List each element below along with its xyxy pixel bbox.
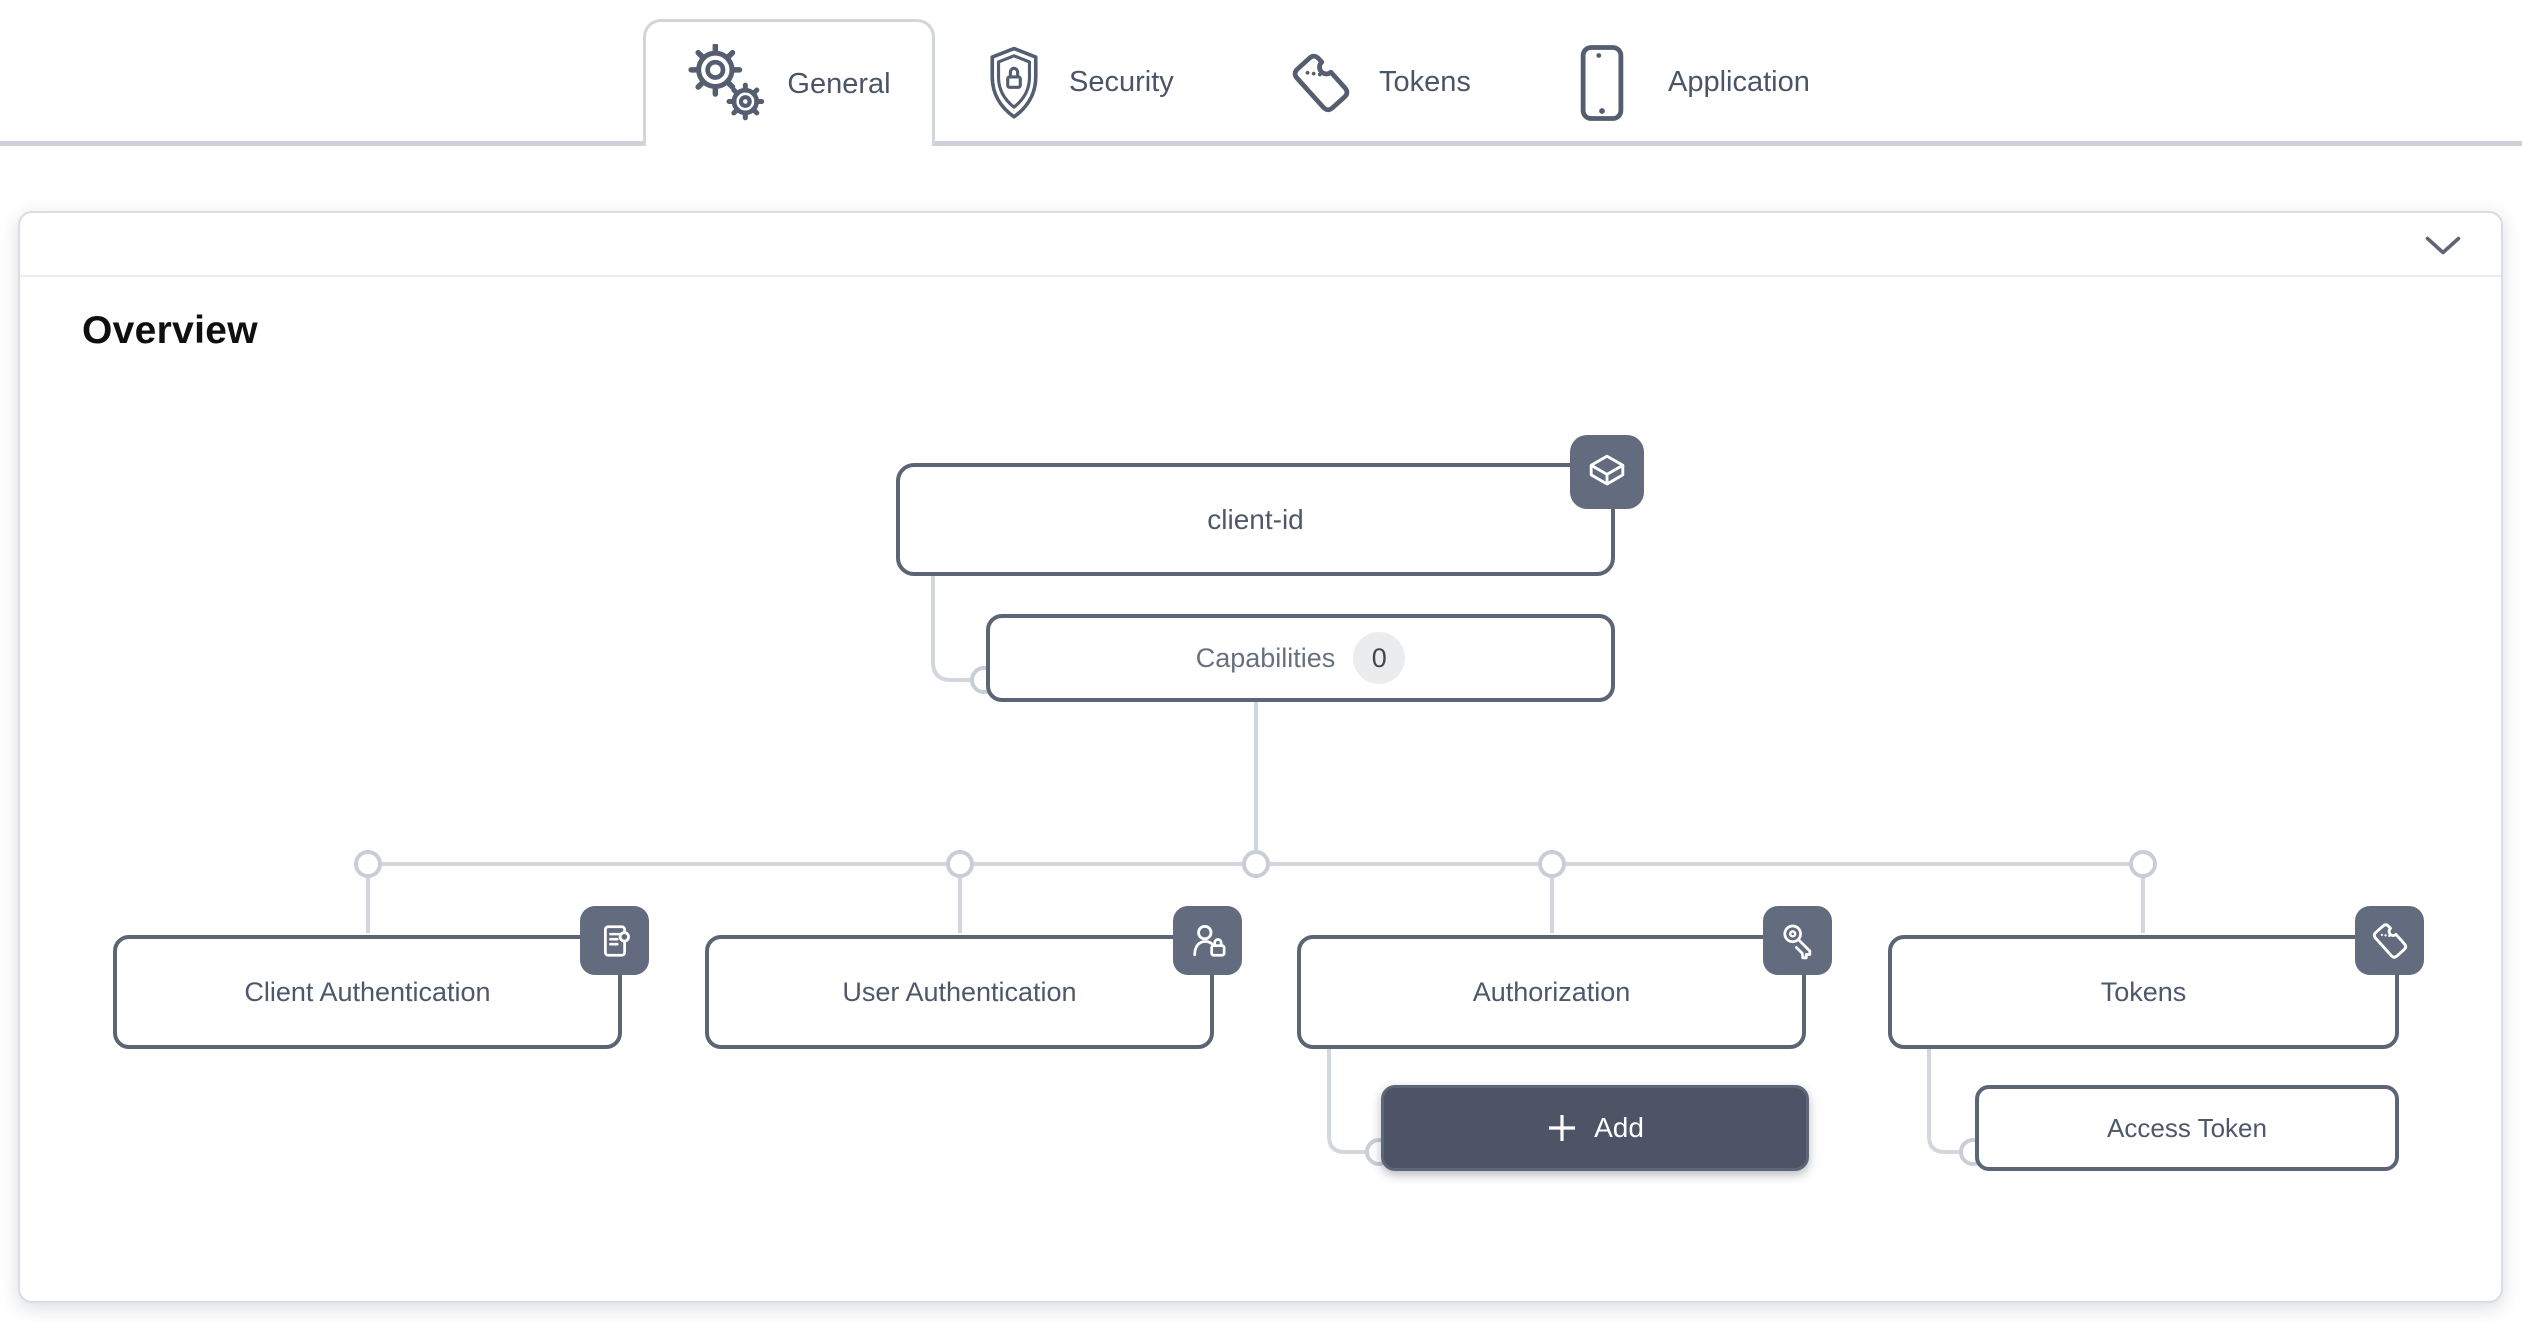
node-client-id[interactable]: client-id bbox=[896, 463, 1615, 576]
add-button-label: Add bbox=[1594, 1112, 1644, 1143]
list-details-icon bbox=[603, 924, 630, 957]
wire-authorization-add bbox=[1327, 1047, 1377, 1154]
node-client-authentication[interactable]: Client Authentication bbox=[113, 935, 622, 1049]
ticket-icon bbox=[1292, 53, 1350, 112]
key-icon-badge bbox=[1763, 906, 1832, 975]
panel-header bbox=[20, 213, 2501, 277]
wire-bus-drops bbox=[366, 864, 2145, 933]
node-tokens-label: Tokens bbox=[2100, 976, 2187, 1007]
capability-diagram: client-id Capabilities 0 Client Authenti… bbox=[20, 213, 2501, 1301]
capabilities-count-badge: 0 bbox=[1353, 632, 1406, 684]
node-user-authentication[interactable]: User Authentication bbox=[705, 935, 1214, 1049]
node-user-authentication-label: User Authentication bbox=[842, 976, 1077, 1007]
node-authorization[interactable]: Authorization bbox=[1297, 935, 1806, 1049]
ticket-icon-badge bbox=[2355, 906, 2424, 975]
shield-lock-icon bbox=[990, 46, 1038, 119]
package-icon bbox=[1589, 454, 1625, 486]
add-authorization-button[interactable]: Add bbox=[1381, 1085, 1809, 1171]
node-access-token-label: Access Token bbox=[2107, 1112, 2267, 1143]
tab-tokens[interactable]: Tokens bbox=[1283, 19, 1471, 146]
tab-tokens-label: Tokens bbox=[1379, 66, 1471, 98]
page-title: Overview bbox=[82, 309, 258, 352]
overview-panel: Overview bbox=[18, 211, 2503, 1303]
node-capabilities-label: Capabilities bbox=[1195, 642, 1336, 673]
chevron-down-icon bbox=[2425, 236, 2461, 255]
node-authorization-label: Authorization bbox=[1472, 976, 1631, 1007]
connector-dot bbox=[2129, 850, 2157, 878]
connector-dot bbox=[1242, 850, 1270, 878]
user-lock-icon-badge bbox=[1173, 906, 1242, 975]
tab-application[interactable]: Application bbox=[1578, 19, 1810, 146]
connector-dot bbox=[354, 850, 382, 878]
gears-icon bbox=[688, 44, 765, 121]
tab-security-label: Security bbox=[1069, 66, 1174, 98]
wire-clientid-capabilities bbox=[931, 576, 982, 682]
tab-general-label: General bbox=[787, 67, 891, 100]
plus-icon bbox=[1549, 1115, 1576, 1141]
tab-bar: General Security Tokens Application bbox=[0, 0, 2522, 146]
phone-icon bbox=[1580, 44, 1624, 121]
node-tokens[interactable]: Tokens bbox=[1888, 935, 2399, 1049]
connector-dot bbox=[1538, 850, 1566, 878]
tab-security[interactable]: Security bbox=[985, 19, 1174, 146]
node-client-id-label: client-id bbox=[1207, 503, 1304, 535]
node-capabilities[interactable]: Capabilities 0 bbox=[986, 614, 1615, 702]
node-client-authentication-label: Client Authentication bbox=[244, 976, 491, 1007]
tab-bar-divider bbox=[0, 141, 2522, 146]
wire-tokens-accesstoken bbox=[1927, 1047, 1971, 1154]
user-lock-icon bbox=[1192, 924, 1226, 957]
tab-application-label: Application bbox=[1668, 66, 1810, 98]
connector-lines bbox=[354, 576, 2157, 1166]
connector-dot bbox=[946, 850, 974, 878]
ticket-icon bbox=[2372, 922, 2407, 959]
collapse-panel-button[interactable] bbox=[2423, 233, 2463, 259]
package-icon-badge bbox=[1570, 435, 1644, 509]
tab-general[interactable]: General bbox=[643, 19, 935, 146]
node-access-token[interactable]: Access Token bbox=[1975, 1085, 2399, 1171]
list-details-icon-badge bbox=[580, 906, 649, 975]
key-icon bbox=[1782, 924, 1811, 959]
